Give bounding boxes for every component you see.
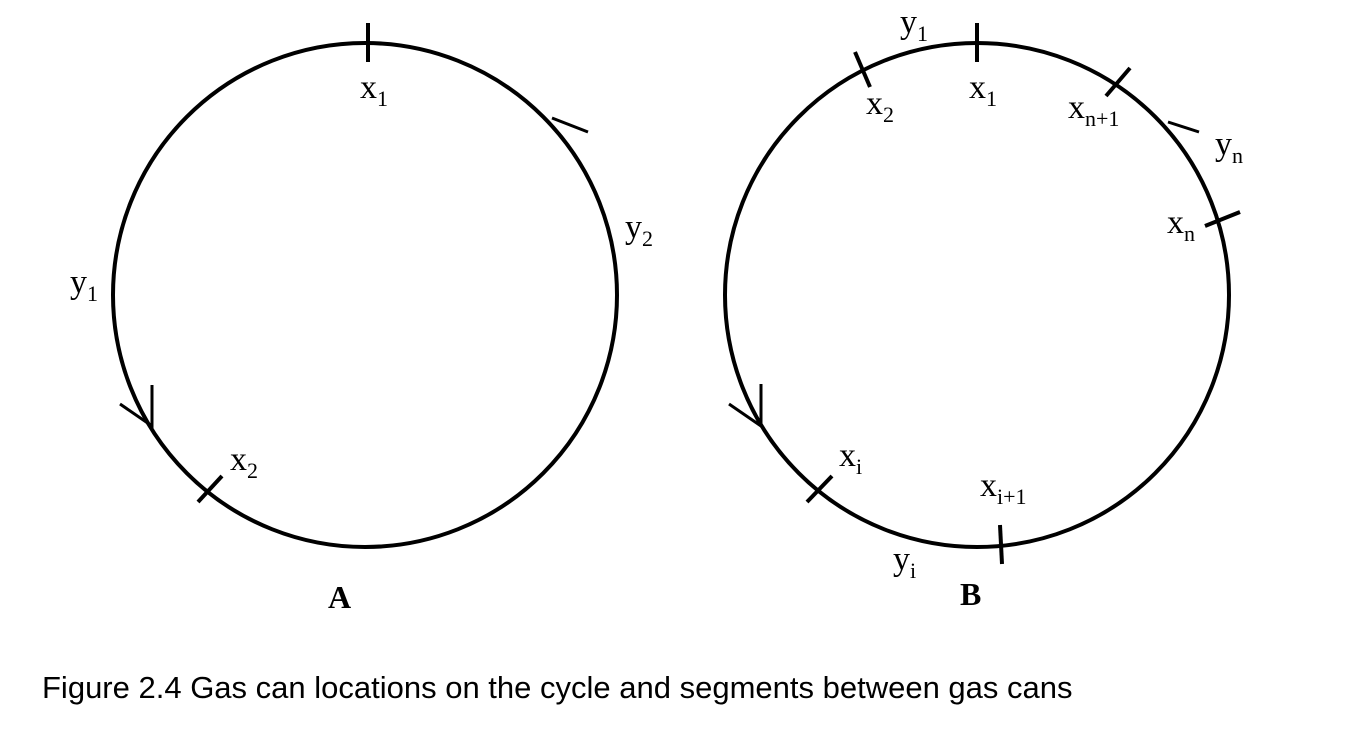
diagram-b-label-y1: y1	[900, 4, 928, 46]
diagram-b-label-xi1: xi+1	[980, 467, 1027, 509]
diagram-a-label-x1: x1	[360, 69, 388, 111]
diagram-a: x1 x2 y1 y2 A	[70, 23, 653, 615]
diagram-b-label-xi: xi	[839, 437, 862, 479]
figure-caption: Figure 2.4 Gas can locations on the cycl…	[42, 670, 1073, 705]
diagram-b-tick-xi1	[998, 524, 1004, 565]
diagram-b: y1 x1 x2 xn+1 yn xn xi xi+1 yi B	[723, 4, 1243, 612]
diagram-a-panel-label: A	[328, 579, 351, 615]
diagram-a-label-x2: x2	[230, 441, 258, 483]
diagram-b-tick-xn1	[1104, 66, 1132, 98]
diagram-b-label-xn1: xn+1	[1068, 89, 1119, 131]
diagram-b-tick-x2	[853, 51, 872, 88]
diagram-a-cycle	[111, 41, 619, 549]
diagram-a-arrow-bottom-left	[119, 385, 154, 429]
diagram-b-label-yn: yn	[1215, 126, 1243, 168]
diagram-b-arrow-bottom-left	[728, 384, 763, 429]
diagram-b-label-yi: yi	[893, 541, 916, 583]
diagram-b-panel-label: B	[960, 576, 981, 612]
diagram-b-arrow-top-right	[1167, 120, 1200, 134]
diagram-b-label-x1: x1	[969, 69, 997, 111]
diagram-b-tick-xi	[805, 474, 834, 504]
diagram-b-label-x2: x2	[866, 85, 894, 127]
diagram-b-label-xn: xn	[1167, 204, 1195, 246]
diagram-b-cycle	[723, 41, 1231, 549]
diagram-b-tick-xn	[1204, 210, 1241, 228]
diagram-a-label-y2: y2	[625, 209, 653, 251]
diagram-a-tick-x2	[196, 474, 224, 504]
diagram-a-label-y1: y1	[70, 264, 98, 306]
diagram-a-arrow-top-right	[551, 116, 589, 134]
